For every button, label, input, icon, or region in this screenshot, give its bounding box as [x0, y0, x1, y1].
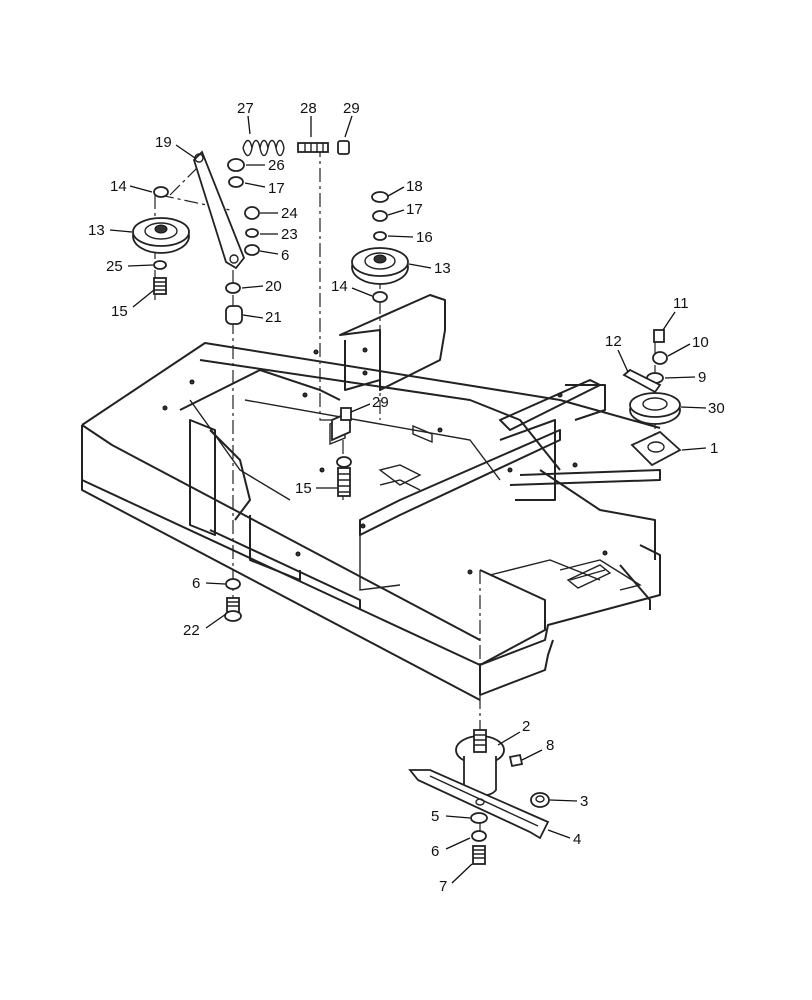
callout-label: 3 — [580, 793, 588, 810]
callout-label: 30 — [708, 400, 725, 417]
blade-nut — [530, 792, 550, 808]
callout-label: 24 — [281, 205, 298, 222]
nut-top — [337, 140, 350, 155]
callout-label: 23 — [281, 226, 298, 243]
center-pulley — [351, 191, 409, 303]
callout-label: 27 — [237, 100, 254, 117]
callout-label: 15 — [111, 303, 128, 320]
callout-label: 10 — [692, 334, 709, 351]
callout-label: 13 — [88, 222, 105, 239]
callout-label: 6 — [192, 575, 200, 592]
callout-label: 17 — [268, 180, 285, 197]
callout-label: 28 — [300, 100, 317, 117]
callout-label: 2 — [522, 718, 530, 735]
callout-label: 26 — [268, 157, 285, 174]
callout-label: 1 — [710, 440, 718, 457]
callout-label: 15 — [295, 480, 312, 497]
callout-label: 17 — [406, 201, 423, 218]
callout-label: 9 — [698, 369, 706, 386]
arm-hardware-stack — [225, 158, 260, 325]
callout-label: 29 — [372, 394, 389, 411]
callout-label: 5 — [431, 808, 439, 825]
eyebolt — [297, 142, 329, 153]
idler-arm — [192, 150, 246, 270]
callout-label: 29 — [343, 100, 360, 117]
callout-label: 12 — [605, 333, 622, 350]
callout-label: 6 — [281, 247, 289, 264]
callouts: 27 28 29 19 26 17 14 18 17 24 23 16 — [88, 100, 725, 895]
blade-bolt-stack — [470, 812, 488, 865]
callout-label: 22 — [183, 622, 200, 639]
callout-label: 21 — [265, 309, 282, 326]
mower-blade — [408, 769, 550, 840]
callout-label: 14 — [331, 278, 348, 295]
lower-left-bolt — [224, 578, 242, 622]
callout-label: 7 — [439, 878, 447, 895]
callout-label: 18 — [406, 178, 423, 195]
callout-label: 19 — [155, 134, 172, 151]
drive-pulley — [622, 329, 682, 467]
tension-spring — [242, 139, 285, 157]
callout-label: 4 — [573, 831, 581, 848]
left-pulley — [132, 186, 190, 295]
callout-label: 25 — [106, 258, 123, 275]
center-bracket-bolts — [331, 407, 352, 497]
callout-label: 14 — [110, 178, 127, 195]
callout-label: 6 — [431, 843, 439, 860]
mower-deck-shell — [81, 294, 661, 701]
callout-label: 16 — [416, 229, 433, 246]
callout-label: 13 — [434, 260, 451, 277]
callout-label: 20 — [265, 278, 282, 295]
callout-label: 8 — [546, 737, 554, 754]
callout-label: 11 — [673, 295, 689, 312]
